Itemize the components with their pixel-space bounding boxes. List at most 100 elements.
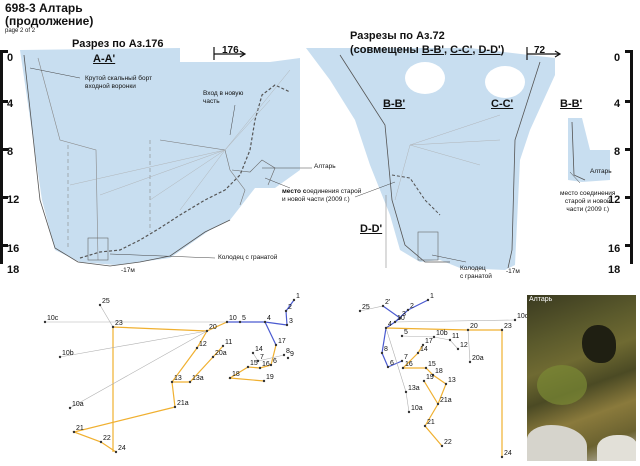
photo-rock xyxy=(527,425,587,461)
survey-station-marker xyxy=(431,373,435,377)
survey-station-marker xyxy=(444,382,448,386)
scale-right-tick-8: 8 xyxy=(614,146,621,158)
survey-station-marker xyxy=(282,353,286,357)
survey-station-label-left: 10 xyxy=(229,315,237,322)
survey-station-label-left: 3 xyxy=(289,318,293,325)
entrance-leader-line xyxy=(229,104,236,136)
survey-station-label-right: 3 xyxy=(402,311,406,318)
survey-station-marker xyxy=(238,320,242,324)
cave-rays-left xyxy=(69,69,291,211)
survey-station-label-left: 19 xyxy=(266,374,274,381)
cave-well-right xyxy=(417,231,439,261)
photo-moss xyxy=(537,365,587,405)
label-junction-right: место соединения старой и новой части (2… xyxy=(560,190,616,213)
junction-leader-line-left xyxy=(264,177,291,189)
rim-leader-line xyxy=(29,67,81,79)
survey-station-marker xyxy=(398,316,402,320)
survey-station-label-right: 1 xyxy=(430,293,434,300)
survey-station-marker xyxy=(292,298,296,302)
survey-station-marker xyxy=(114,450,118,454)
cave-stones-left xyxy=(79,84,291,259)
cave-wall-left-inner xyxy=(37,57,99,261)
survey-station-label-right: 13 xyxy=(448,377,456,384)
survey-station-label-left: 17 xyxy=(278,338,286,345)
survey-plan-right-lines xyxy=(359,299,516,457)
azimuth-left-value: 176 xyxy=(222,45,239,56)
survey-station-marker xyxy=(400,334,404,338)
survey-station-label-right: 21 xyxy=(427,419,435,426)
section-label-dd: D-D' xyxy=(360,223,383,235)
survey-station-marker xyxy=(448,338,452,342)
survey-station-marker xyxy=(170,380,174,384)
survey-station-label-left: 12 xyxy=(199,341,207,348)
survey-station-marker xyxy=(401,366,405,370)
survey-station-label-right: 14 xyxy=(420,346,428,353)
scale-left-tick-12: 12 xyxy=(7,194,20,206)
survey-station-label-left: 9 xyxy=(290,351,294,358)
section-label-bb: B-B' xyxy=(383,98,406,110)
survey-station-label-right: 10 xyxy=(397,315,405,322)
scale-right-tick-18: 18 xyxy=(608,264,621,276)
survey-station-label-right: 25 xyxy=(362,304,370,311)
cave-section-right-fill xyxy=(306,48,555,270)
survey-station-label-right: 10a xyxy=(411,405,423,412)
survey-station-marker xyxy=(43,320,47,324)
survey-station-marker xyxy=(58,355,62,359)
survey-station-label-left: 10b xyxy=(62,350,74,357)
survey-station-label-left: 2 xyxy=(288,304,292,311)
survey-station-marker xyxy=(205,329,209,333)
scale-left-tick-0: 0 xyxy=(7,52,14,64)
cave-passage-right xyxy=(391,174,441,216)
survey-station-label-right: 23 xyxy=(504,323,512,330)
scale-left-tick-16: 16 xyxy=(7,243,20,255)
survey-station-label-right: 24 xyxy=(504,450,512,457)
cave-wall-left xyxy=(23,54,231,267)
photo-label: Алтарь xyxy=(529,296,553,303)
survey-station-marker xyxy=(386,365,390,369)
survey-station-label-right: 7 xyxy=(404,354,408,361)
section-label-aa: A-A' xyxy=(93,53,116,65)
section-right-heading: Разрезы по Аз.72 xyxy=(350,30,445,42)
survey-station-label-left: 11 xyxy=(225,339,232,346)
survey-station-label-right: 11 xyxy=(452,333,459,340)
survey-station-marker xyxy=(221,344,225,348)
survey-station-marker xyxy=(284,309,288,313)
survey-station-label-right: 4 xyxy=(388,321,392,328)
survey-station-marker xyxy=(393,320,397,324)
survey-station-label-left: 21a xyxy=(177,400,189,407)
survey-station-marker xyxy=(111,325,115,329)
azimuth-arrow-left xyxy=(213,47,247,60)
label-altar-right: Алтарь xyxy=(590,168,612,175)
cave-well-left xyxy=(87,237,109,261)
label-entrance: Вход в новую часть xyxy=(203,90,244,105)
survey-station-marker xyxy=(381,304,385,308)
survey-station-marker xyxy=(384,326,388,330)
survey-station-marker xyxy=(269,363,273,367)
heading-prefix: (совмещены xyxy=(350,44,422,56)
scale-right-tick-12: 12 xyxy=(608,194,621,206)
survey-station-marker xyxy=(432,335,436,339)
survey-station-label-right: 2' xyxy=(385,299,390,306)
scale-right-tick-0: 0 xyxy=(614,52,621,64)
label-junction-left-rest: оединения старой и новой части (2009 г.) xyxy=(282,188,362,203)
survey-station-marker xyxy=(246,365,250,369)
survey-station-marker xyxy=(286,356,290,360)
survey-station-label-left: 6 xyxy=(273,358,277,365)
survey-station-marker xyxy=(400,359,404,363)
section-label-cc: C-C' xyxy=(491,98,514,110)
survey-station-marker xyxy=(173,405,177,409)
cave-passage-left xyxy=(159,139,246,206)
section-left-heading: Разрез по Аз.176 xyxy=(72,38,164,50)
label-rim: Крутой скальный борт входной воронки xyxy=(85,75,153,90)
survey-station-label-left: 10c xyxy=(47,315,59,322)
survey-station-label-right: 18 xyxy=(435,368,443,375)
photo-rock-2 xyxy=(597,435,636,461)
scale-bar-left xyxy=(0,50,8,264)
survey-station-label-left: 13 xyxy=(174,375,182,382)
page-subtitle: (продолжение) xyxy=(5,14,94,28)
survey-station-marker xyxy=(456,347,460,351)
label-junction-left-bold: место с xyxy=(282,188,307,195)
survey-station-marker xyxy=(256,359,260,363)
